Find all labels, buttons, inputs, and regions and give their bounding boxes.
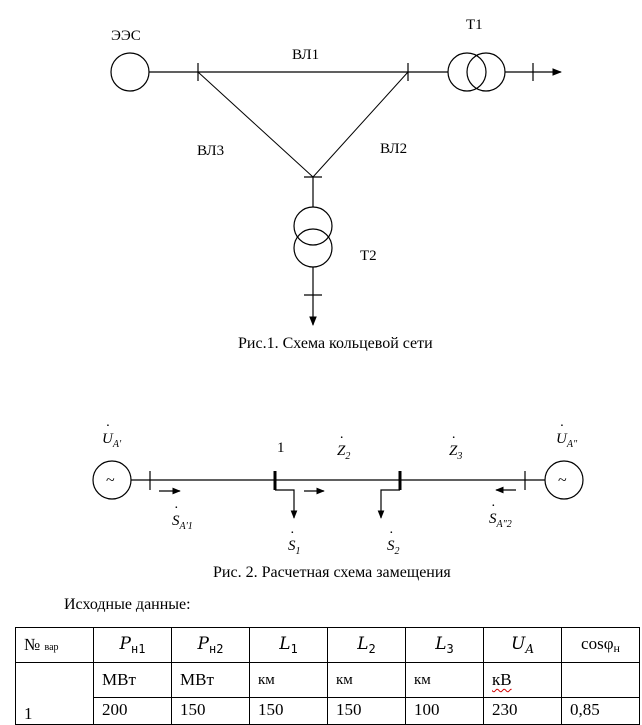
impedance-z2-symbol: Z xyxy=(337,443,345,460)
header-pn2: Pн2 xyxy=(171,627,250,663)
header-l2-symbol: L xyxy=(357,634,369,654)
label-vl3: ВЛ3 xyxy=(197,143,225,159)
impedance-z2-sub: 2 xyxy=(345,451,351,462)
unit-cell: МВт xyxy=(171,662,250,698)
voltage-left-sub: A' xyxy=(112,439,122,450)
unit-cell: км xyxy=(405,662,484,698)
load-s2-label: S2 xyxy=(387,538,400,557)
header-cosphi-sub: н xyxy=(613,641,620,655)
header-cosphi-symbol: cosφ xyxy=(581,634,614,653)
value-cell: 150 xyxy=(249,697,328,725)
header-l1: L1 xyxy=(249,627,328,663)
unit-cell: км xyxy=(327,662,406,698)
unit-cell: кВ xyxy=(483,662,562,698)
figure1-caption: Рис.1. Схема кольцевой сети xyxy=(238,335,433,352)
header-l1-sub: 1 xyxy=(290,642,298,656)
header-l1-symbol: L xyxy=(279,634,291,654)
impedance-z2-label: Z2 xyxy=(337,443,350,462)
unit-cell: МВт xyxy=(93,662,172,698)
voltage-left-label: UA' xyxy=(102,431,121,450)
generator-left-glyph: ~ xyxy=(106,472,115,489)
figure2-caption: Рис. 2. Расчетная схема замещения xyxy=(213,564,451,581)
load-1-lead xyxy=(275,489,298,519)
voltage-right-symbol: U xyxy=(556,431,567,448)
label-t1: Т1 xyxy=(466,17,483,33)
power-flow-left-label: SA'1 xyxy=(172,513,193,532)
impedance-z3-sub: 3 xyxy=(457,451,463,462)
header-pn2-sub: н2 xyxy=(209,642,224,656)
load-2-lead xyxy=(377,489,400,519)
power-flow-right-symbol: S xyxy=(489,511,497,528)
load-s2-symbol: S xyxy=(387,538,395,555)
header-variant-main: № xyxy=(24,635,41,654)
label-vl1: ВЛ1 xyxy=(292,47,320,63)
value-cell: 0,85 xyxy=(561,697,640,725)
cell-variant-number: 1 xyxy=(15,662,94,725)
load-s1-sub: 1 xyxy=(295,546,301,557)
t2-winding-1 xyxy=(293,206,333,246)
table-values-row: 200 150 150 150 100 230 0,85 xyxy=(16,697,640,725)
ring-network-diagram xyxy=(110,52,562,326)
unit-cell xyxy=(561,662,640,698)
label-vl2: ВЛ2 xyxy=(380,141,408,157)
node-1-label: 1 xyxy=(277,440,285,456)
load-s2-sub: 2 xyxy=(394,546,400,557)
header-l3-sub: 3 xyxy=(446,642,454,656)
header-l2-sub: 2 xyxy=(368,642,376,656)
header-l3: L3 xyxy=(405,627,484,663)
unit-kv: кВ xyxy=(492,670,512,689)
header-pn1: Pн1 xyxy=(93,627,172,663)
load-s1-label: S1 xyxy=(288,538,301,557)
label-source: ЭЭС xyxy=(111,28,141,44)
label-t2: Т2 xyxy=(360,248,377,264)
source-data-heading: Исходные данные: xyxy=(64,596,191,613)
value-cell: 150 xyxy=(171,697,250,725)
header-ua-sub: A xyxy=(525,642,534,656)
unit-cell: км xyxy=(249,662,328,698)
header-ua-symbol: U xyxy=(511,634,526,654)
power-flow-left-sub: A'1 xyxy=(179,521,193,532)
header-pn1-sub: н1 xyxy=(131,642,146,656)
header-ua: UA xyxy=(483,627,562,663)
value-cell: 150 xyxy=(327,697,406,725)
t1-winding-1 xyxy=(447,52,487,92)
table-units-row: 1 МВт МВт км км км кВ xyxy=(15,662,640,725)
power-flow-right-label: SA"2 xyxy=(489,511,512,530)
value-cell: 200 xyxy=(93,697,172,725)
power-flow-left-symbol: S xyxy=(172,513,180,530)
header-pn2-symbol: P xyxy=(197,634,209,654)
value-cell: 100 xyxy=(405,697,484,725)
header-l2: L2 xyxy=(327,627,406,663)
header-l3-symbol: L xyxy=(435,634,447,654)
header-variant-sub: вар xyxy=(44,642,59,653)
header-variant: № вар xyxy=(15,627,94,663)
generator-right-glyph: ~ xyxy=(558,472,567,489)
voltage-left-symbol: U xyxy=(102,431,113,448)
voltage-right-label: UA" xyxy=(556,431,577,450)
impedance-z3-symbol: Z xyxy=(449,443,457,460)
header-cosphi: cosφн xyxy=(561,627,640,663)
voltage-right-sub: A" xyxy=(566,439,578,450)
value-cell: 230 xyxy=(483,697,562,725)
impedance-z3-label: Z3 xyxy=(449,443,462,462)
table-header-row: № вар Pн1 Pн2 L1 L2 L3 UA cosφн xyxy=(15,627,640,663)
source-data-table: № вар Pн1 Pн2 L1 L2 L3 UA cosφн 1 МВт МВ… xyxy=(15,627,640,725)
line-vl2 xyxy=(312,71,409,178)
power-flow-right-sub: A"2 xyxy=(496,519,512,530)
load-s1-symbol: S xyxy=(288,538,296,555)
equivalent-circuit-diagram xyxy=(92,460,584,519)
line-vl3 xyxy=(197,71,314,178)
header-pn1-symbol: P xyxy=(119,634,131,654)
